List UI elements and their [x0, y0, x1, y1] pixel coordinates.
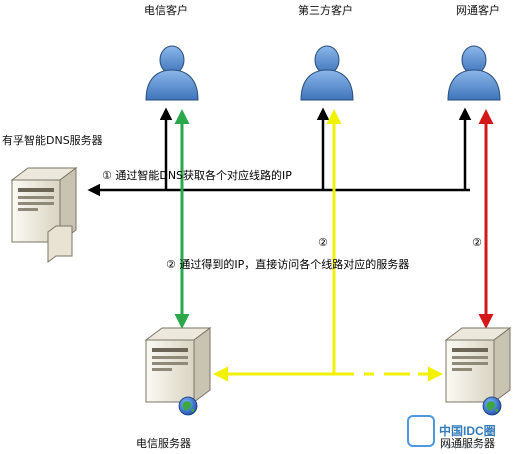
server-icon — [145, 327, 211, 403]
dns-server: 有孚智能DNS服务器 — [2, 133, 103, 263]
watermark-sub: idcquan.com — [444, 443, 483, 450]
third-party-client: 第三方客户 — [298, 3, 354, 101]
netcom-server-label: 网通服务器 — [440, 437, 495, 450]
netcom-client: 网通客户 — [447, 3, 501, 101]
server-icon — [445, 327, 511, 403]
globe-icon — [482, 396, 502, 416]
netcom-client-label: 网通客户 — [456, 3, 500, 17]
telecom-client: 电信客户 — [144, 3, 199, 101]
third-party-client-label: 第三方客户 — [298, 3, 353, 17]
user-icon — [447, 45, 501, 101]
netcom-server: 网通服务器 — [440, 327, 511, 450]
telecom-server: 电信服务器 — [136, 327, 211, 450]
idc-watermark: 中国IDC圈 idcquan.com — [407, 415, 496, 450]
connection-lines — [87, 107, 494, 382]
user-icon — [300, 45, 354, 101]
idc-logo-icon — [407, 415, 435, 447]
telecom-client-label: 电信客户 — [144, 3, 188, 17]
third-step-marker: ② — [318, 236, 328, 249]
dns-server-stand — [47, 225, 73, 263]
watermark-brand: 中国IDC圈 — [439, 423, 496, 438]
globe-icon — [178, 396, 198, 416]
netcom-step-marker: ② — [472, 236, 482, 249]
telecom-server-label: 电信服务器 — [136, 437, 191, 450]
step1-annotation: ① 通过智能DNS获取各个对应线路的IP — [102, 168, 292, 182]
dns-server-label: 有孚智能DNS服务器 — [2, 133, 103, 147]
step2-annotation: ② 通过得到的IP，直接访问各个线路对应的服务器 — [166, 257, 409, 271]
user-icon — [145, 45, 199, 101]
